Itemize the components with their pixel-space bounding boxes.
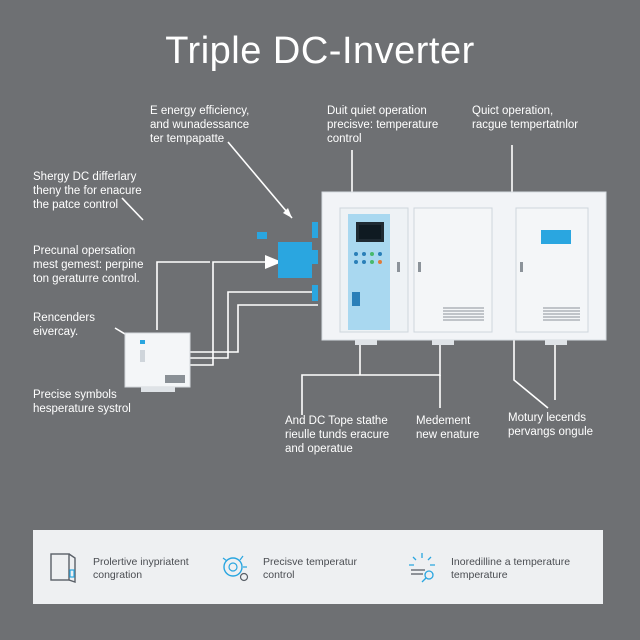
leader-line-top-left <box>227 141 293 219</box>
outdoor-unit <box>124 332 191 392</box>
leader-line-bottom-3 <box>513 340 549 409</box>
arrow-head <box>283 208 292 218</box>
cabinet-door-2 <box>413 207 493 333</box>
pipe-bottom <box>301 345 441 415</box>
leader-line-left-2 <box>156 261 210 330</box>
diagram-title: Triple DC-Inverter <box>165 30 475 72</box>
thermometer-sparkle-icon <box>409 553 435 583</box>
vent-grille <box>443 307 484 321</box>
arrow-head <box>265 255 282 269</box>
vent-grille <box>543 307 580 321</box>
door-panel-icon <box>50 553 76 583</box>
pipe-lower <box>190 304 318 353</box>
inverter-cabinet <box>321 191 607 345</box>
connector-lines <box>114 141 556 415</box>
pipe-middle <box>190 291 318 359</box>
cabinet-door-3 <box>515 207 589 333</box>
valve-module <box>257 222 318 301</box>
leader-line-left-1 <box>121 197 144 221</box>
pipe-main <box>190 261 278 366</box>
gear-hand-icon <box>222 555 249 582</box>
callout-top-right: Quict operation,racgue tempertatnlor <box>472 105 579 131</box>
status-display <box>541 230 571 244</box>
